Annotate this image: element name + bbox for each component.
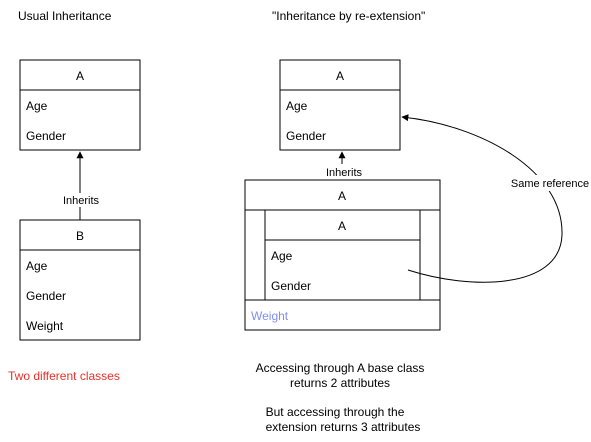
left-class-a: A Age Gender xyxy=(19,59,141,151)
right-outer-field-weight: Weight xyxy=(251,309,289,323)
right-outer-class: A A Age Gender Weight xyxy=(244,179,441,331)
left-class-b-field-age: Age xyxy=(26,259,48,273)
right-inner-field-gender: Gender xyxy=(271,279,311,293)
left-inherits-label: Inherits xyxy=(63,195,100,207)
right-class-a-field-gender: Gender xyxy=(286,129,326,143)
left-inherits-label-bg xyxy=(58,193,103,207)
left-class-b: B Age Gender Weight xyxy=(19,219,141,341)
same-reference-edge: Same reference xyxy=(401,114,591,283)
same-reference-label-bg xyxy=(508,175,591,191)
same-reference-arrow xyxy=(401,114,563,283)
left-class-b-field-gender: Gender xyxy=(26,289,66,303)
same-reference-label: Same reference xyxy=(511,178,589,190)
right-note-line-3: But accessing through the xyxy=(266,405,405,419)
right-inherits-label: Inherits xyxy=(326,167,363,179)
right-note-line-2: returns 2 attributes xyxy=(290,376,390,390)
left-class-a-field-age: Age xyxy=(26,99,48,113)
right-title: "Inheritance by re-extension" xyxy=(272,9,425,23)
right-inner-field-age: Age xyxy=(271,249,293,263)
left-class-a-field-gender: Gender xyxy=(26,129,66,143)
left-inherits-edge: Inherits xyxy=(58,151,103,220)
left-note: Two different classes xyxy=(8,369,120,383)
right-inner-class-name: A xyxy=(338,219,346,233)
right-class-a-name: A xyxy=(336,69,344,83)
left-title: Usual Inheritance xyxy=(18,9,112,23)
right-inner-class: A Age Gender xyxy=(264,209,421,301)
left-class-a-name: A xyxy=(76,69,84,83)
right-note-line-4: extension returns 3 attributes xyxy=(266,420,421,434)
right-outer-class-name: A xyxy=(338,189,346,203)
right-note-line-1: Accessing through A base class xyxy=(256,361,425,375)
left-class-b-name: B xyxy=(76,229,84,243)
left-class-b-field-weight: Weight xyxy=(26,319,64,333)
right-class-a-field-age: Age xyxy=(286,99,308,113)
right-class-a: A Age Gender xyxy=(279,59,401,151)
right-inherits-edge: Inherits xyxy=(326,151,363,179)
